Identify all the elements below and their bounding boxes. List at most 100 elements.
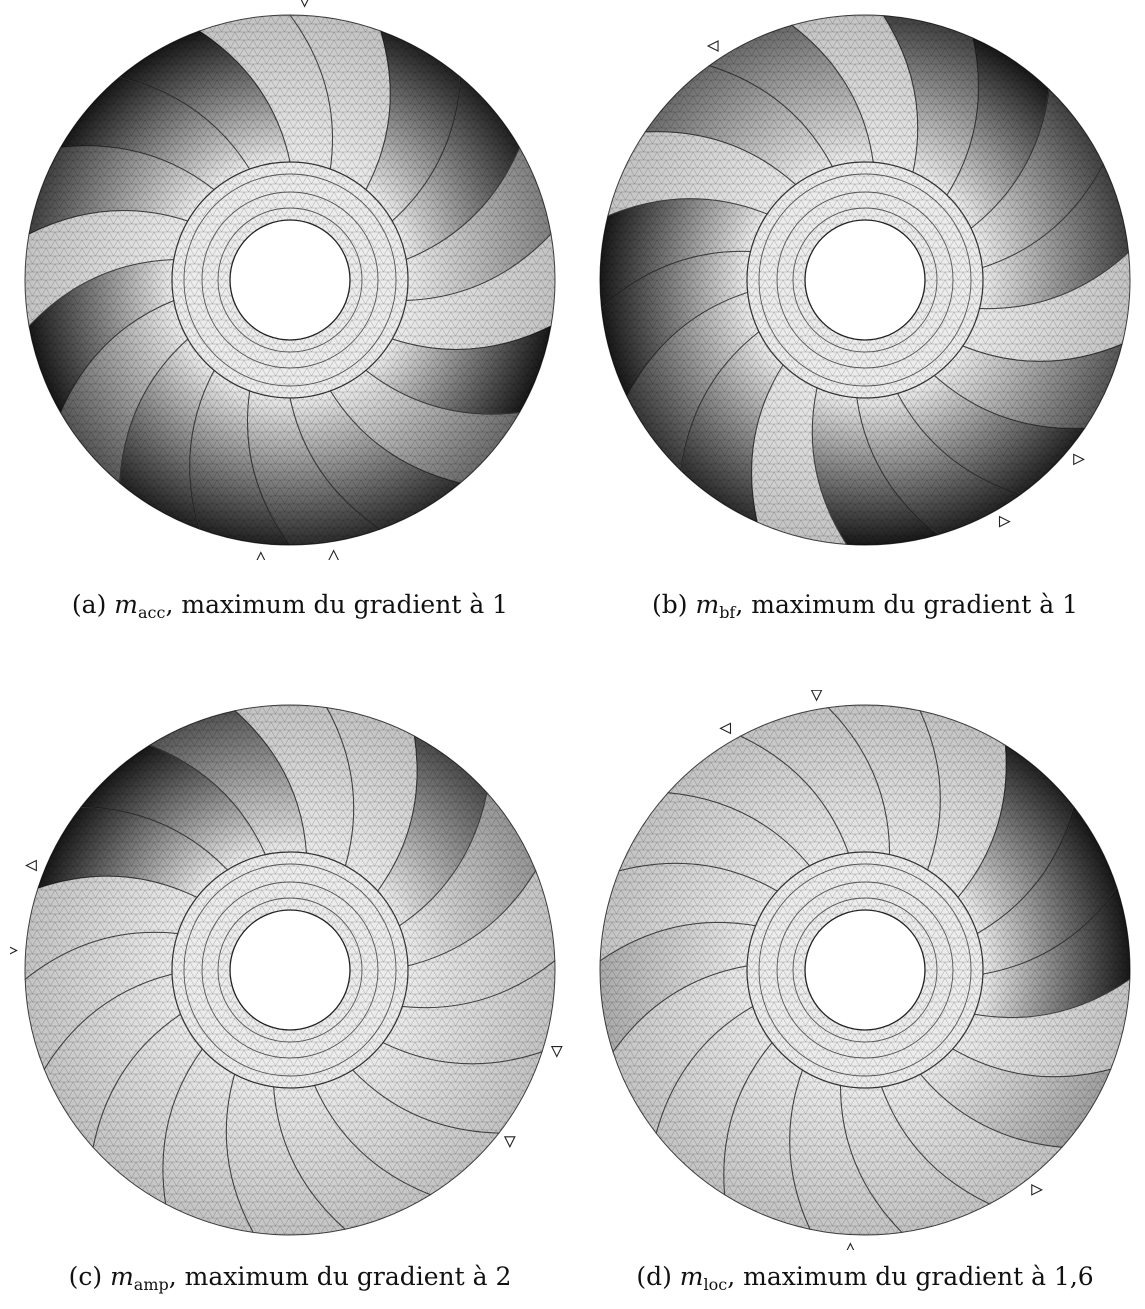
blade-shading — [626, 292, 759, 471]
triangle-marker — [10, 946, 18, 955]
blade-shading — [29, 145, 215, 234]
blade-shading — [881, 1074, 1062, 1204]
blade-shading — [709, 25, 874, 167]
blade-shading — [600, 863, 778, 961]
blade-shading — [119, 339, 215, 530]
blade-shading — [402, 870, 555, 1008]
blade-shading — [162, 1048, 254, 1233]
hub-ring — [758, 173, 972, 387]
hub-ring — [792, 207, 938, 353]
blade-shading — [751, 364, 847, 545]
hub-ring — [776, 191, 954, 369]
blade-shading — [883, 15, 979, 196]
blade-shading — [828, 705, 941, 870]
triangle-marker — [503, 1136, 516, 1148]
blade-shading — [81, 745, 266, 870]
blade-shading — [247, 390, 381, 545]
bore — [804, 219, 926, 341]
hub-ring — [217, 897, 363, 1043]
triangle-marker — [300, 0, 309, 8]
blade-shading — [974, 888, 1130, 1018]
mesh-a — [24, 14, 556, 546]
caption-d: (d) mloc, maximum du gradient à 1,6 — [636, 1262, 1094, 1294]
blade-shading — [314, 1070, 499, 1195]
hub-ring — [183, 173, 397, 387]
blade-shading — [600, 198, 768, 308]
blade-shading — [365, 326, 551, 415]
blade-shading — [119, 30, 290, 170]
blade-shading — [962, 252, 1130, 362]
triangle-marker — [328, 549, 339, 560]
triangle-marker — [706, 40, 719, 52]
hub-ring — [776, 881, 954, 1059]
caption-b: (b) mbf, maximum du gradient à 1 — [652, 590, 1078, 622]
blade-shading — [656, 1006, 773, 1195]
blade-shading — [406, 147, 551, 301]
blade-shading — [946, 37, 1050, 229]
blade-shading — [234, 705, 354, 866]
blade-shading — [952, 979, 1130, 1077]
hub-ring — [792, 897, 938, 1043]
blade-shading — [25, 876, 198, 980]
blade-shading — [189, 370, 290, 545]
blade-shading — [680, 331, 784, 523]
blade-shading — [290, 390, 461, 530]
panel-c — [10, 690, 570, 1250]
blade-shading — [612, 965, 753, 1134]
bore — [804, 909, 926, 1031]
blade-shading — [601, 251, 751, 397]
blade-shading — [920, 1048, 1111, 1148]
blade-shading — [957, 745, 1074, 934]
blade-shading — [24, 210, 188, 327]
blade-shading — [382, 960, 555, 1064]
triangle-marker — [846, 1242, 855, 1250]
triangle-marker — [1073, 453, 1085, 466]
blade-shading — [149, 710, 307, 855]
blade-shading — [789, 1070, 902, 1235]
blade-shading — [273, 1085, 431, 1230]
turbine-mesh-c — [10, 704, 563, 1236]
blade-shading — [840, 1085, 990, 1233]
blade-shading — [897, 375, 1085, 495]
panel-a — [10, 0, 570, 560]
blade-shading — [392, 233, 555, 350]
blade-shading — [856, 393, 1021, 535]
blade-shading — [920, 710, 1007, 898]
panel-d — [585, 690, 1145, 1250]
triangle-marker — [719, 722, 732, 735]
turbine-mesh-b — [599, 14, 1131, 546]
blade-shading — [979, 163, 1129, 309]
blade-shading — [60, 76, 250, 190]
blade-shading — [645, 65, 833, 185]
hub-ring — [217, 207, 363, 353]
blade-shading — [290, 15, 391, 190]
blade-shading — [37, 806, 228, 898]
hub-ring — [183, 863, 397, 1077]
blade-shading — [199, 15, 333, 170]
triangle-marker — [1031, 1183, 1043, 1196]
blade-shading — [365, 30, 461, 221]
blade-shading — [399, 792, 536, 966]
triangle-marker — [256, 551, 266, 560]
blade-shading — [226, 1074, 346, 1235]
blade-shading — [60, 300, 188, 484]
mesh-d — [599, 704, 1131, 1236]
triangle-marker — [25, 859, 37, 872]
blade-shading — [377, 736, 487, 926]
blade-shading — [812, 387, 939, 546]
blade-shading — [791, 14, 918, 173]
blade-shading — [619, 792, 810, 892]
blade-shading — [668, 736, 849, 866]
caption-a: (a) macc, maximum du gradient à 1 — [71, 590, 509, 622]
triangle-marker — [810, 690, 823, 702]
turbine-mesh-d — [599, 690, 1131, 1250]
blade-shading — [93, 1014, 203, 1204]
triangle-marker — [998, 515, 1011, 528]
blade-shading — [740, 707, 890, 855]
blade-shading — [25, 932, 178, 1070]
bore — [229, 219, 351, 341]
panel-b — [585, 0, 1145, 560]
turbine-mesh-a — [24, 0, 556, 560]
blade-shading — [352, 1042, 543, 1134]
bore — [229, 909, 351, 1031]
